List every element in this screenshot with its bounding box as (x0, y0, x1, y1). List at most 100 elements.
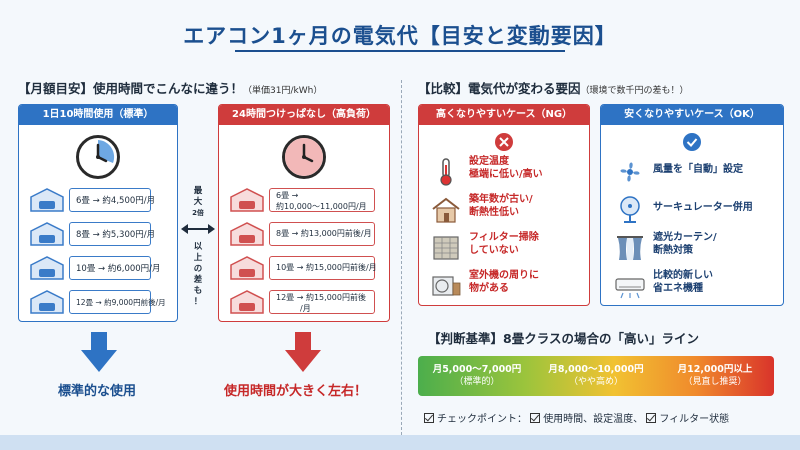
room-icon (230, 188, 264, 212)
diff-char: 以 (193, 242, 203, 252)
right-heading: 【比較】電気代が変わる要因（環境で数千円の差も！） (418, 78, 689, 97)
clock-icon (76, 135, 120, 179)
allday-room-12-line1: 12畳 → 約15,000円前後 (276, 293, 366, 302)
line: 築年数が古い/ (469, 194, 533, 205)
line: 室外機の周りに (469, 270, 539, 281)
allday-room-6-line2: 約10,000〜11,000円/月 (276, 202, 367, 211)
standard-room-8-text: 8畳 → 約5,300円/月 (69, 222, 155, 246)
clock-icon (282, 135, 326, 179)
standard-room-6-text: 6畳 → 約4,500円/月 (69, 188, 155, 212)
line: 省エネ機種 (653, 283, 703, 294)
ng-item-house-text: 築年数が古い/ 断熱性低い (469, 193, 533, 219)
gauge-note: （やや高め） (568, 377, 623, 387)
check-icon (683, 133, 701, 151)
allday-room-12-text: 12畳 → 約15,000円前後 /月 (269, 290, 375, 314)
ng-panel: 高くなりやすいケース（NG） 設定温度 極端に低い/高い 築年数が古い/ 断熱性… (418, 104, 590, 306)
diff-char: 最 (193, 186, 203, 196)
diff-char: 2倍 (192, 209, 204, 217)
diff-char: ！ (193, 297, 203, 307)
line: 断熱対策 (653, 245, 693, 256)
allday-panel-header: 24時間つけっぱなし（高負荷） (219, 105, 389, 125)
diff-label-top: 最 大 2倍 (192, 186, 204, 219)
criteria-heading: 【判断基準】8畳クラスの場合の「高い」ライン (428, 331, 699, 346)
gauge-value: 月12,000円以上 (677, 364, 753, 375)
standard-caption: 標準的な使用 (58, 384, 137, 399)
section-divider (401, 80, 402, 435)
outdoor-unit-icon (432, 276, 461, 296)
price-gauge: 月5,000〜7,000円 （標準的） 月8,000〜10,000円 （やや高め… (418, 356, 774, 396)
ok-item-curtain-text: 遮光カーテン/ 断熱対策 (653, 231, 717, 257)
line: 設定温度 (469, 156, 509, 167)
gauge-segment-high: 月8,000〜10,000円 （やや高め） (536, 356, 656, 396)
standard-panel: 1日10時間使用（標準） 6畳 → 約4,500円/月 8畳 → 約5,300円… (18, 104, 178, 322)
gauge-segment-review: 月12,000円以上 （見直し推奨） (656, 356, 774, 396)
room-icon (30, 188, 64, 212)
line: していない (469, 245, 519, 256)
checkbox-icon (530, 413, 541, 423)
room-icon (230, 290, 264, 314)
page-title: エアコン1ヶ月の電気代【目安と変動要因】 (183, 24, 617, 48)
allday-room-6-text: 6畳 → 約10,000〜11,000円/月 (269, 188, 375, 212)
diff-label-bottom: 以 上 の 差 も ！ (192, 242, 204, 308)
unit-note: （単価31円/kWh） (243, 86, 323, 96)
ok-item-aircon-text: 比較的新しい 省エネ機種 (653, 269, 713, 295)
diff-char: も (193, 286, 203, 296)
allday-caption: 使用時間が大きく左右！ (224, 384, 368, 399)
line: 極端に低い/高い (469, 169, 543, 180)
standard-panel-header: 1日10時間使用（標準） (19, 105, 177, 125)
checkpoint-item: 使用時間、設定温度、 (543, 414, 644, 425)
standard-room-10-text: 10畳 → 約6,000円/月 (69, 256, 161, 280)
checkpoint-line: チェックポイント： 使用時間、設定温度、 フィルター状態 (424, 410, 729, 425)
thermometer-icon (440, 158, 452, 186)
left-heading-text: 【月額目安】使用時間でこんなに違う！ (18, 81, 244, 96)
ok-item-fan-text: 風量を「自動」設定 (653, 163, 743, 176)
diff-char: の (193, 264, 203, 274)
line: 遮光カーテン/ (653, 232, 717, 243)
ok-panel: 安くなりやすいケース（OK） 風量を「自動」設定 サーキュレーター併用 (600, 104, 784, 306)
ng-item-filter-text: フィルター掃除 していない (469, 231, 539, 257)
bottom-band (0, 435, 800, 450)
ok-item-circulator-text: サーキュレーター併用 (653, 201, 753, 214)
line: 風量を「自動」設定 (653, 164, 743, 175)
ng-panel-header: 高くなりやすいケース（NG） (419, 105, 589, 125)
room-icon (30, 290, 64, 314)
allday-room-8-text: 8畳 → 約13,000円前後/月 (269, 222, 375, 246)
cross-icon (495, 133, 513, 151)
checkbox-icon (424, 413, 434, 423)
room-icon (230, 256, 264, 280)
circulator-icon (620, 196, 640, 223)
down-arrow-icon (81, 332, 117, 372)
standard-room-12-text: 12畳 → 約9,000円前後/月 (69, 290, 166, 314)
left-heading: 【月額目安】使用時間でこんなに違う！（単価31円/kWh） (18, 78, 322, 97)
ng-item-outdoor-text: 室外機の周りに 物がある (469, 269, 539, 295)
gauge-value: 月8,000〜10,000円 (548, 364, 644, 375)
curtain-icon (617, 236, 643, 260)
checkbox-icon (646, 413, 657, 423)
line: 物がある (469, 283, 509, 294)
old-house-icon (432, 197, 460, 223)
diff-char: 差 (193, 275, 203, 285)
filter-icon (433, 236, 459, 260)
down-arrow-icon (285, 332, 321, 372)
allday-room-10-text: 10畳 → 約15,000円前後/月 (269, 256, 377, 280)
allday-panel: 24時間つけっぱなし（高負荷） 6畳 → 約10,000〜11,000円/月 8… (218, 104, 390, 322)
right-heading-note: （環境で数千円の差も！） (580, 86, 689, 96)
allday-room-12-line2: /月 (300, 304, 311, 313)
line: 比較的新しい (653, 270, 713, 281)
gauge-segment-standard: 月5,000〜7,000円 （標準的） (418, 356, 536, 396)
ng-item-temperature-text: 設定温度 極端に低い/高い (469, 155, 543, 181)
room-icon (30, 222, 64, 246)
gauge-value: 月5,000〜7,000円 (432, 364, 522, 375)
fan-icon (620, 162, 640, 182)
title-underline (235, 50, 565, 52)
gauge-note: （標準的） (454, 377, 500, 387)
right-heading-text: 【比較】電気代が変わる要因 (418, 81, 581, 96)
checkpoint-label: チェックポイント： (437, 414, 527, 425)
ok-panel-header: 安くなりやすいケース（OK） (601, 105, 783, 125)
room-icon (30, 256, 64, 280)
gauge-note: （見直し推奨） (683, 377, 747, 387)
double-arrow-icon (181, 224, 215, 234)
room-icon (230, 222, 264, 246)
diff-char: 上 (193, 253, 203, 263)
